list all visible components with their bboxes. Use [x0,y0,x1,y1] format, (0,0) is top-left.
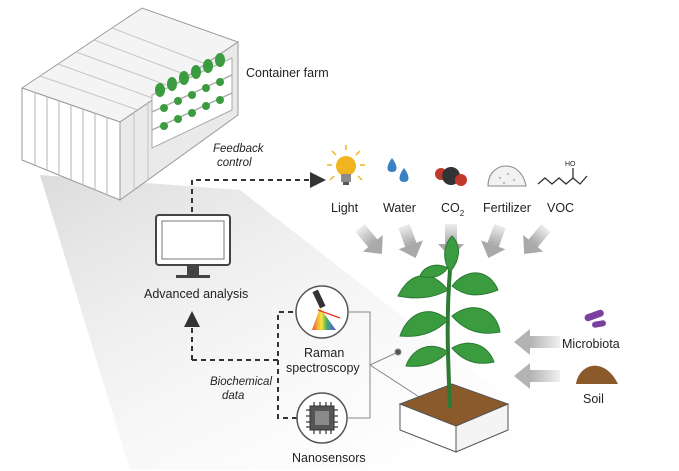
microbiota-icon [584,309,606,328]
soil-label: Soil [583,392,604,406]
arrow-water [398,223,424,258]
water-drops-icon [387,158,409,182]
nanosensor-chip-icon [296,392,348,444]
container-farm-label: Container farm [246,66,329,80]
arrow-microbiota [514,329,560,355]
co2-molecule-icon [435,167,467,186]
soil-pile-icon [576,365,618,384]
input-arrows [355,223,560,389]
arrow-soil [514,363,560,389]
raman-label-line2: spectroscopy [286,361,360,375]
feedback-label-line1: Feedback [213,143,265,155]
monitor-icon [155,214,231,278]
biochemical-label-line2: data [222,390,244,402]
arrow-light [355,224,383,255]
co2-text: CO [441,201,460,215]
light-bulb-icon [327,145,365,185]
input-label-light: Light [331,201,359,215]
feedback-control-arrow [191,172,326,212]
arrow-fertilizer [480,223,506,258]
voc-molecule-icon [537,168,588,185]
input-label-fertilizer: Fertilizer [483,201,531,215]
biochemical-data-arrow [184,311,298,419]
advanced-analysis-label: Advanced analysis [144,287,248,301]
arrow-voc [523,224,551,255]
plant-in-pot [397,235,510,453]
input-label-water: Water [383,201,416,215]
nanosensors-label: Nanosensors [292,451,366,465]
microbiota-label: Microbiota [562,337,620,351]
fertilizer-pile-icon [487,165,527,187]
input-label-co2: CO2 [441,201,465,218]
voc-ho-label: HO [565,161,576,168]
raman-spectroscopy-icon [295,285,349,339]
co2-subscript: 2 [460,209,465,218]
input-label-voc: VOC [547,201,574,215]
raman-label-line1: Raman [304,346,344,360]
container-farm-illustration [20,7,240,201]
biochemical-label-line1: Biochemical [210,376,272,388]
feedback-label-line2: control [217,157,252,169]
